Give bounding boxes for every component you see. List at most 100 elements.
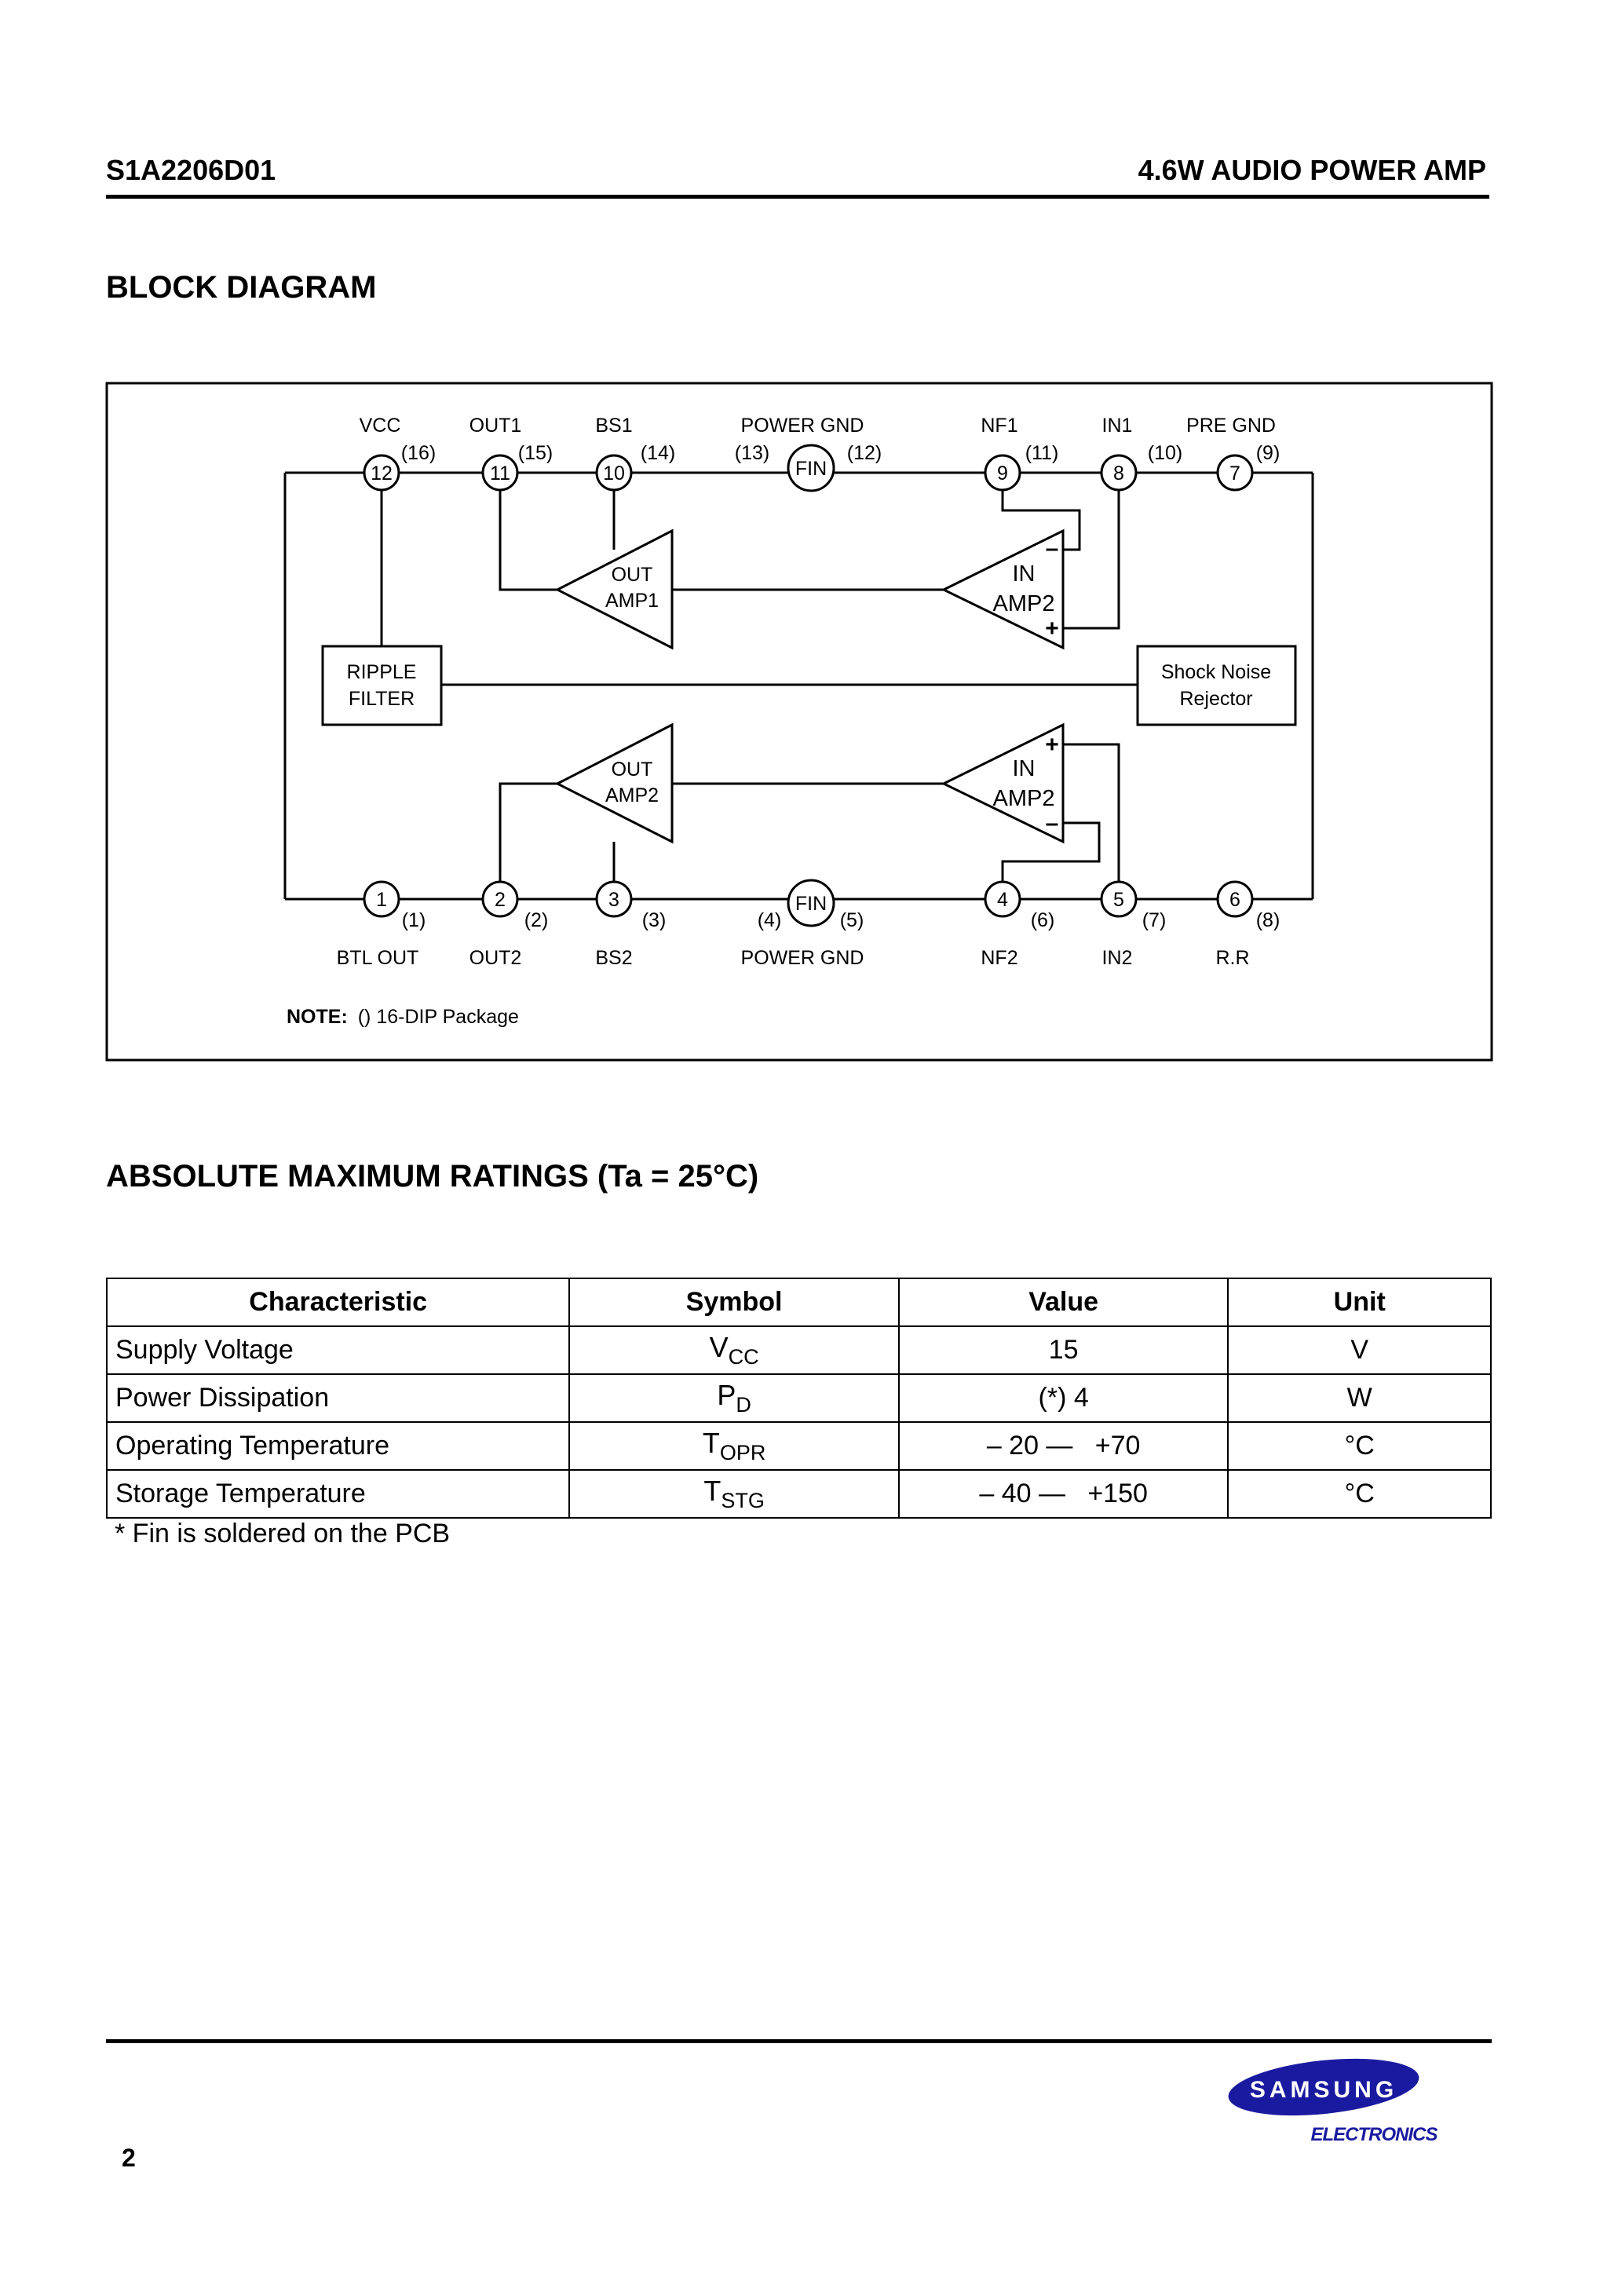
header-rule xyxy=(106,195,1489,199)
label-power-gnd-top: POWER GND xyxy=(741,415,864,437)
dip-7: (7) xyxy=(1142,909,1167,931)
diagram-note: NOTE: () 16-DIP Package xyxy=(287,1006,519,1028)
label-vcc: VCC xyxy=(360,415,401,437)
shock-noise-label-2: Rejector xyxy=(1179,688,1252,710)
pin-12-number: 12 xyxy=(371,462,393,484)
dip-13: (13) xyxy=(735,442,769,464)
label-in2: IN2 xyxy=(1102,947,1133,969)
out-amp2-label-2: AMP2 xyxy=(605,784,659,806)
dip-12: (12) xyxy=(847,442,882,464)
dip-2: (2) xyxy=(524,909,549,931)
samsung-logo: SAMSUNG ELECTRONICS xyxy=(1228,2058,1438,2145)
unit-cell: V xyxy=(1227,1325,1492,1375)
in-amp-top-plus: + xyxy=(1045,616,1059,642)
dip-3: (3) xyxy=(642,909,667,931)
characteristic-cell: Storage Temperature xyxy=(105,1469,571,1519)
pin-5-number: 5 xyxy=(1113,889,1124,911)
pin-2-circle xyxy=(481,880,519,918)
block-diagram: 12 11 10 FIN 9 8 7 1 2 3 FIN 4 5 6 VCC O… xyxy=(105,382,1493,1062)
characteristic-cell: Supply Voltage xyxy=(105,1325,571,1375)
in-amp-bottom-label-1: IN xyxy=(1013,756,1036,781)
dip-14: (14) xyxy=(641,442,675,464)
label-bs2: BS2 xyxy=(595,947,632,969)
logo-subtext: ELECTRONICS xyxy=(1310,2124,1438,2145)
page-number: 2 xyxy=(122,2144,136,2172)
logo-wordmark: SAMSUNG xyxy=(1250,2077,1397,2103)
pin-2-number: 2 xyxy=(495,889,506,911)
part-number: S1A2206D01 xyxy=(106,154,276,186)
col-value: Value xyxy=(897,1278,1229,1327)
in-amp-top-label-2: AMP2 xyxy=(993,591,1055,616)
pin-7-number: 7 xyxy=(1229,462,1240,484)
note-label: NOTE: xyxy=(287,1006,348,1028)
out-amp1-triangle xyxy=(554,528,674,650)
pin-8-circle xyxy=(1100,454,1138,492)
symbol-cell: PD xyxy=(568,1373,900,1423)
characteristic-cell: Power Dissipation xyxy=(105,1373,571,1423)
shock-noise-box xyxy=(1136,645,1297,726)
out-amp1-label-1: OUT xyxy=(612,564,653,586)
block-diagram-heading: BLOCK DIAGRAM xyxy=(106,270,377,305)
pin-8-number: 8 xyxy=(1113,462,1124,484)
pin-6-number: 6 xyxy=(1229,889,1240,911)
dip-16: (16) xyxy=(401,442,436,464)
label-nf2: NF2 xyxy=(981,947,1017,969)
dip-6: (6) xyxy=(1031,909,1055,931)
ripple-label-2: FILTER xyxy=(349,688,415,710)
value-cell: 15 xyxy=(897,1325,1229,1375)
value-cell: – 20 — +70 xyxy=(897,1421,1229,1471)
label-power-gnd-bottom: POWER GND xyxy=(741,947,864,969)
ripple-filter-box xyxy=(321,645,443,726)
pin-6-circle xyxy=(1216,880,1254,918)
pin-3-circle xyxy=(595,880,633,918)
col-characteristic: Characteristic xyxy=(105,1278,571,1327)
label-in1: IN1 xyxy=(1102,415,1133,437)
label-nf1: NF1 xyxy=(981,415,1017,437)
label-out1: OUT1 xyxy=(469,415,522,437)
fin-bottom-label: FIN xyxy=(795,893,827,915)
dip-10: (10) xyxy=(1148,442,1182,464)
pin-12-circle xyxy=(363,454,400,492)
dip-4: (4) xyxy=(758,909,782,931)
shock-noise-label-1: Shock Noise xyxy=(1161,661,1271,683)
symbol-cell: VCC xyxy=(568,1325,900,1375)
pin-3-number: 3 xyxy=(608,889,619,911)
unit-cell: °C xyxy=(1227,1421,1492,1471)
pin-1-number: 1 xyxy=(376,889,387,911)
pin-11-number: 11 xyxy=(490,462,510,484)
out-amp2-triangle xyxy=(554,722,674,844)
value-cell: (*) 4 xyxy=(897,1373,1229,1423)
pin-5-circle xyxy=(1100,880,1138,918)
pin-10-circle xyxy=(595,454,633,492)
label-pre-gnd: PRE GND xyxy=(1186,415,1276,437)
table-row: Operating Temperature TOPR – 20 — +70 °C xyxy=(105,1421,1492,1471)
dip-5: (5) xyxy=(840,909,864,931)
fin-bottom-circle xyxy=(787,879,835,927)
in-amp-bottom-minus: – xyxy=(1046,810,1059,836)
dip-9: (9) xyxy=(1256,442,1280,464)
in-amp-top-minus: – xyxy=(1046,536,1059,561)
table-header-row: Characteristic Symbol Value Unit xyxy=(105,1278,1492,1327)
pin-11-circle xyxy=(481,454,519,492)
unit-cell: W xyxy=(1227,1373,1492,1423)
fin-top-label: FIN xyxy=(795,458,827,480)
value-cell: – 40 — +150 xyxy=(897,1469,1229,1519)
note-text: () 16-DIP Package xyxy=(358,1006,519,1028)
symbol-cell: TOPR xyxy=(568,1421,900,1471)
symbol-cell: TSTG xyxy=(568,1469,900,1519)
pin-10-number: 10 xyxy=(603,462,625,484)
pin-9-circle xyxy=(984,454,1021,492)
col-symbol: Symbol xyxy=(568,1278,900,1327)
pin-4-circle xyxy=(984,880,1021,918)
table-footnote: * Fin is soldered on the PCB xyxy=(115,1519,451,1548)
label-r-r: R.R xyxy=(1215,947,1249,969)
in-amp-top-triangle xyxy=(941,528,1065,650)
footer-rule xyxy=(106,2039,1492,2043)
pin-4-number: 4 xyxy=(997,889,1008,911)
dip-1: (1) xyxy=(402,909,426,931)
in-amp-bottom-triangle xyxy=(941,722,1065,844)
out-amp1-label-2: AMP1 xyxy=(605,590,659,612)
label-btl-out: BTL OUT xyxy=(337,947,419,969)
in-amp-bottom-plus: + xyxy=(1045,732,1059,758)
characteristic-cell: Operating Temperature xyxy=(105,1421,571,1471)
